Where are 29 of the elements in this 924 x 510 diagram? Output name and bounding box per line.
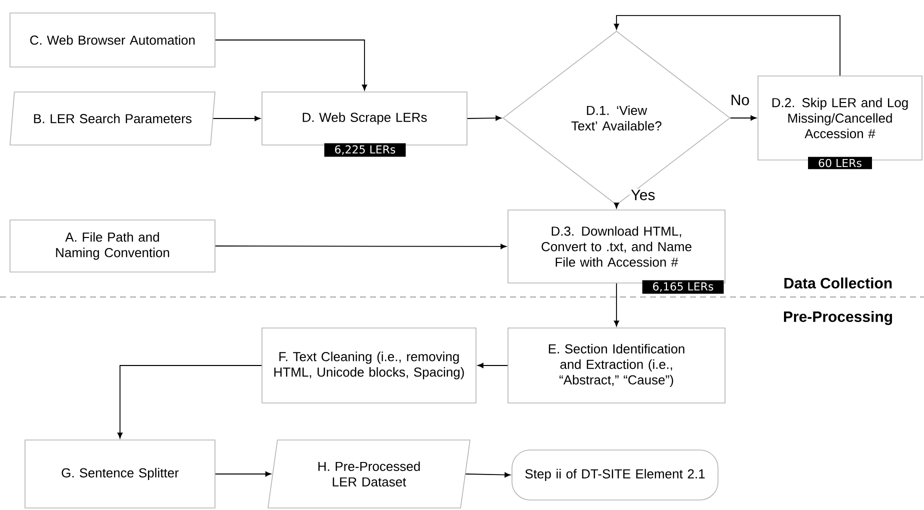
input-parallelogram: B. LER Search Parameters (10, 92, 216, 146)
edge-label: Yes (630, 188, 656, 202)
process-box: C. Web Browser Automation (10, 12, 216, 68)
section-label: Pre-Processing (784, 310, 892, 326)
arrow (117, 365, 262, 438)
arrow (214, 40, 368, 90)
arrow (614, 282, 620, 326)
arrow (212, 116, 260, 122)
process-box: G. Sentence Splitter (24, 440, 216, 508)
arrow (614, 202, 620, 208)
process-box: D.3. Download HTML, Convert to .txt, and Name File with Accession # (508, 210, 726, 284)
arrow (465, 472, 510, 478)
arrow (466, 115, 502, 121)
arrow (614, 15, 840, 76)
process-box: A. File Path and Naming Convention (10, 220, 216, 272)
terminal-box: Step ii of DT-SITE Element 2.1 (512, 450, 718, 500)
process-box: E. Section Identification and Extraction (i.e., “Abstract,” “Cause”) (508, 328, 726, 404)
count-badge: 6,225 LERs (324, 143, 406, 157)
edge-label: No (729, 94, 751, 106)
arrow (730, 115, 756, 121)
count-badge: 60 LERs (808, 156, 872, 170)
arrow (214, 471, 272, 477)
section-label: Data Collection (784, 277, 892, 288)
arrow (214, 244, 506, 250)
data-parallelogram: H. Pre-Processed LER Dataset (268, 440, 470, 508)
count-badge: 6,165 LERs (642, 280, 724, 294)
process-box: D. Web Scrape LERs (262, 92, 468, 146)
process-box: F. Text Cleaning (i.e., removing HTML, Unicode blocks, Spacing) (262, 328, 476, 404)
arrow (478, 362, 508, 368)
